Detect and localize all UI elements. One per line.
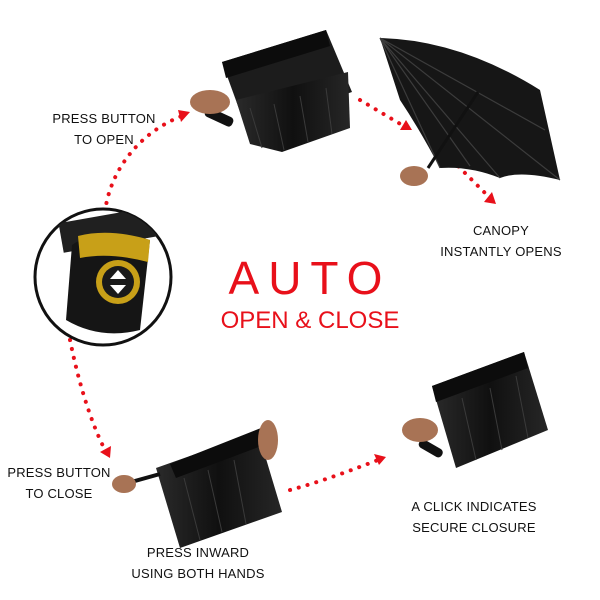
step-label-line: A CLICK INDICATES xyxy=(411,499,537,514)
step-label-secure-closure: A CLICK INDICATES SECURE CLOSURE xyxy=(404,496,544,538)
arrow-to-canopy xyxy=(358,98,404,127)
step-label-press-inward: PRESS INWARD USING BOTH HANDS xyxy=(128,542,268,584)
hand xyxy=(190,90,230,114)
step-label-press-to-close: PRESS BUTTON TO CLOSE xyxy=(4,462,114,504)
step-label-line: CANOPY xyxy=(472,223,530,238)
step-label-line: PRESS BUTTON xyxy=(52,111,156,126)
step-label-canopy-opens: CANOPY INSTANTLY OPENS xyxy=(436,220,566,262)
step-label-line: SECURE CLOSURE xyxy=(412,520,536,535)
umbrella-shaft xyxy=(426,91,480,169)
step-label-line: USING BOTH HANDS xyxy=(131,566,265,581)
handle-strap xyxy=(418,439,443,458)
step-label-line: INSTANTLY OPENS xyxy=(440,244,562,259)
folded-umbrella-top xyxy=(190,30,352,152)
step-label-line: PRESS BUTTON xyxy=(7,465,111,480)
button-zoom-circle xyxy=(33,207,173,347)
arrowhead-canopy xyxy=(400,120,412,130)
title-open-close: OPEN & CLOSE xyxy=(220,307,400,334)
arrow-to-open-press xyxy=(103,114,184,214)
hand xyxy=(402,418,438,442)
hand xyxy=(112,475,136,493)
folded-umbrella-closed xyxy=(402,352,548,468)
step-label-line: PRESS INWARD xyxy=(146,545,250,560)
step-label-line: TO CLOSE xyxy=(25,486,93,501)
arrow-to-close-press xyxy=(68,338,106,450)
arrowhead-open-press xyxy=(178,110,190,122)
flow-arrowheads xyxy=(100,110,496,465)
arrowhead-secure-closure xyxy=(374,454,386,465)
arrow-to-secure-closure xyxy=(288,458,380,492)
up-down-arrow-icon xyxy=(110,270,126,294)
title-auto: AUTO xyxy=(228,252,392,304)
open-umbrella xyxy=(379,37,561,186)
folded-umbrella-press-inward xyxy=(112,420,282,548)
step-label-line: TO OPEN xyxy=(74,132,134,147)
arrowhead-close-press xyxy=(100,446,111,458)
arrowhead-canopy-label xyxy=(484,192,496,204)
hand xyxy=(258,420,278,460)
step-label-press-to-open: PRESS BUTTON TO OPEN xyxy=(44,108,164,150)
hand xyxy=(400,166,428,186)
